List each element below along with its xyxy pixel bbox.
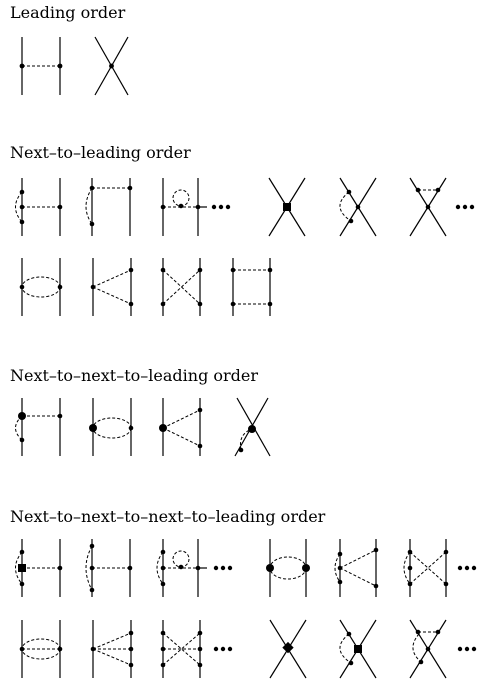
- diagram-nlo-ope-vertex-correction: [85, 178, 133, 236]
- section-title-n3lo: Next–to–next–to–next–to–leading order: [10, 507, 326, 526]
- diagram-n3lo-contact-pion-loop: [409, 619, 447, 679]
- ellipsis-icon: [211, 204, 231, 210]
- diagram-n3lo-ope-square: [15, 539, 63, 597]
- diagram-nlo-box: [230, 258, 273, 316]
- diagram-n3lo-crossed-three-pion: [160, 620, 203, 678]
- ellipsis-icon: [457, 565, 477, 571]
- diagram-nlo-ope-vertex-loop: [15, 178, 63, 236]
- diagram-lo-contact: [94, 36, 129, 96]
- diagram-n3lo-two-loop-football: [19, 620, 63, 678]
- diagram-nnlo-triangle: [159, 398, 203, 456]
- ellipsis-icon: [213, 646, 233, 652]
- diagram-nlo-ope-tadpole: [160, 178, 207, 236]
- diagram-n3lo-football: [266, 539, 310, 597]
- diagram-nlo-contact-square: [268, 177, 306, 237]
- diagram-n3lo-contact-loop-square: [339, 619, 377, 679]
- diagram-nlo-football: [19, 258, 63, 316]
- diagram-lo-one-pion-exchange: [19, 37, 63, 95]
- diagram-n3lo-triangle-loop: [334, 539, 379, 597]
- diagram-n3lo-contact-diamond: [269, 619, 307, 679]
- diagram-nlo-contact-pion-line: [409, 177, 447, 237]
- diagram-n3lo-ope-vertex-correction: [85, 539, 133, 597]
- diagram-n3lo-fan-triangle: [90, 620, 134, 678]
- diagram-nnlo-contact-loop: [234, 397, 271, 457]
- diagram-n3lo-ope-tadpole: [156, 539, 207, 597]
- section-title-leading-order: Leading order: [10, 3, 126, 22]
- diagram-n3lo-crossed-box-loop: [403, 539, 449, 597]
- diagram-nlo-contact-loop: [339, 177, 377, 237]
- section-title-nnlo: Next–to–next–to–leading order: [10, 366, 259, 385]
- ellipsis-icon: [457, 646, 477, 652]
- diagram-nlo-triangle: [90, 258, 134, 316]
- diagram-nnlo-football: [89, 398, 134, 456]
- ellipsis-icon: [213, 565, 233, 571]
- diagram-nnlo-ope-loop: [15, 398, 63, 456]
- diagram-nlo-crossed-box: [160, 258, 203, 316]
- ellipsis-icon: [455, 204, 475, 210]
- section-title-nlo: Next–to–leading order: [10, 143, 191, 162]
